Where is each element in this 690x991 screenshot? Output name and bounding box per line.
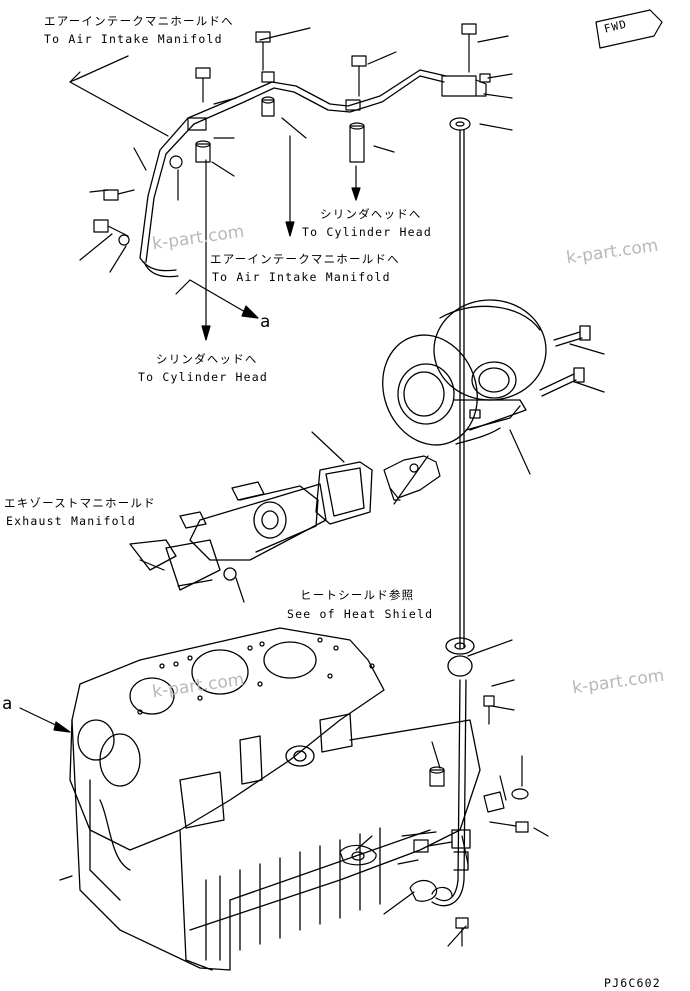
fittings-lower bbox=[339, 695, 529, 947]
oil-tube-upper bbox=[139, 69, 447, 278]
air-intake-label-jp: エアーインテークマニホールドへ bbox=[44, 14, 234, 28]
turbocharger bbox=[382, 299, 591, 446]
fwd-arrow-icon bbox=[595, 9, 663, 49]
figure-code: PJ6C602 bbox=[604, 976, 661, 990]
cylinder-head-left-label-jp: シリンダヘッドへ bbox=[156, 352, 258, 366]
air-intake-label-en: To Air Intake Manifold bbox=[44, 32, 223, 46]
heat-shield-bracket bbox=[383, 455, 441, 501]
cylinder-head-label-jp: シリンダヘッドへ bbox=[320, 207, 422, 221]
oil-tube-vertical bbox=[431, 129, 475, 907]
heat-shield-label-jp: ヒートシールド参照 bbox=[300, 588, 415, 602]
tube-connectors bbox=[118, 71, 487, 246]
reference-mark-a-lower: a bbox=[2, 694, 13, 714]
air-intake-mid-label-en: To Air Intake Manifold bbox=[212, 270, 391, 284]
engine-block bbox=[59, 627, 481, 971]
heat-shield-label-en: See of Heat Shield bbox=[287, 607, 434, 621]
direction-arrows bbox=[19, 135, 361, 733]
cylinder-head-label-en: To Cylinder Head bbox=[302, 225, 432, 239]
reference-mark-a-upper: a bbox=[260, 312, 271, 332]
cylinder-head-left-label-en: To Cylinder Head bbox=[138, 370, 268, 384]
bolts-upper bbox=[93, 23, 491, 237]
leader-lines bbox=[69, 27, 605, 947]
air-intake-mid-label-jp: エアーインテークマニホールドへ bbox=[210, 252, 400, 266]
exhaust-manifold-label-jp: エキゾーストマニホールド bbox=[4, 496, 156, 510]
exhaust-manifold-label-en: Exhaust Manifold bbox=[6, 514, 136, 528]
exhaust-manifold bbox=[129, 461, 373, 591]
